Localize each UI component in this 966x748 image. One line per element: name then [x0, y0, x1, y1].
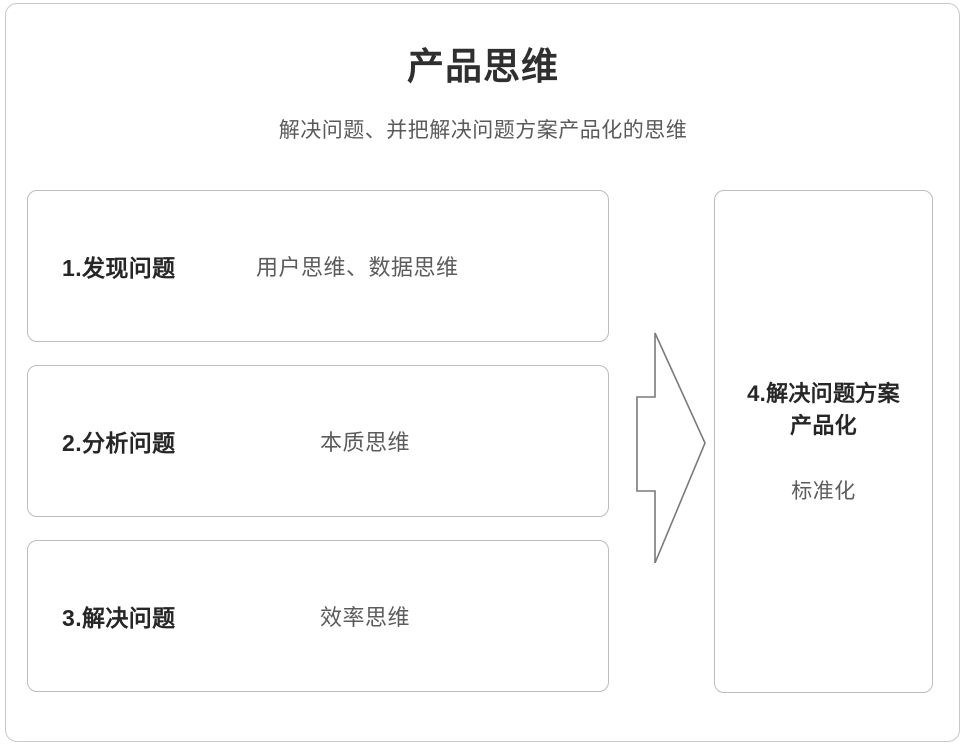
flow-arrow [630, 325, 715, 570]
step-card-2-content: 2.分析问题 本质思维 [28, 366, 608, 516]
step-card-1-content: 1.发现问题 用户思维、数据思维 [28, 191, 608, 341]
step-2-label: 2.分析问题 [62, 430, 176, 456]
step-card-3-content: 3.解决问题 效率思维 [28, 541, 608, 691]
step-1-label: 1.发现问题 [62, 255, 176, 281]
outcome-title-line-2: 产品化 [790, 412, 857, 438]
step-card-3[interactable]: 3.解决问题 效率思维 [27, 540, 609, 692]
outcome-card[interactable]: 4.解决问题方案 产品化 标准化 [714, 190, 933, 693]
step-2-value: 本质思维 [320, 430, 411, 455]
outcome-title: 4.解决问题方案 产品化 [724, 378, 924, 442]
outcome-card-content: 4.解决问题方案 产品化 标准化 [715, 191, 932, 692]
step-card-1[interactable]: 1.发现问题 用户思维、数据思维 [27, 190, 609, 342]
step-card-2[interactable]: 2.分析问题 本质思维 [27, 365, 609, 517]
step-3-label: 3.解决问题 [62, 605, 176, 631]
outcome-subtitle: 标准化 [791, 480, 856, 504]
step-1-value: 用户思维、数据思维 [256, 255, 459, 280]
step-3-value: 效率思维 [320, 605, 411, 630]
outcome-title-line-1: 4.解决问题方案 [747, 380, 900, 406]
page-title: 产品思维 [407, 46, 559, 87]
page-subtitle: 解决问题、并把解决问题方案产品化的思维 [278, 119, 688, 142]
right-arrow-icon [636, 332, 706, 564]
